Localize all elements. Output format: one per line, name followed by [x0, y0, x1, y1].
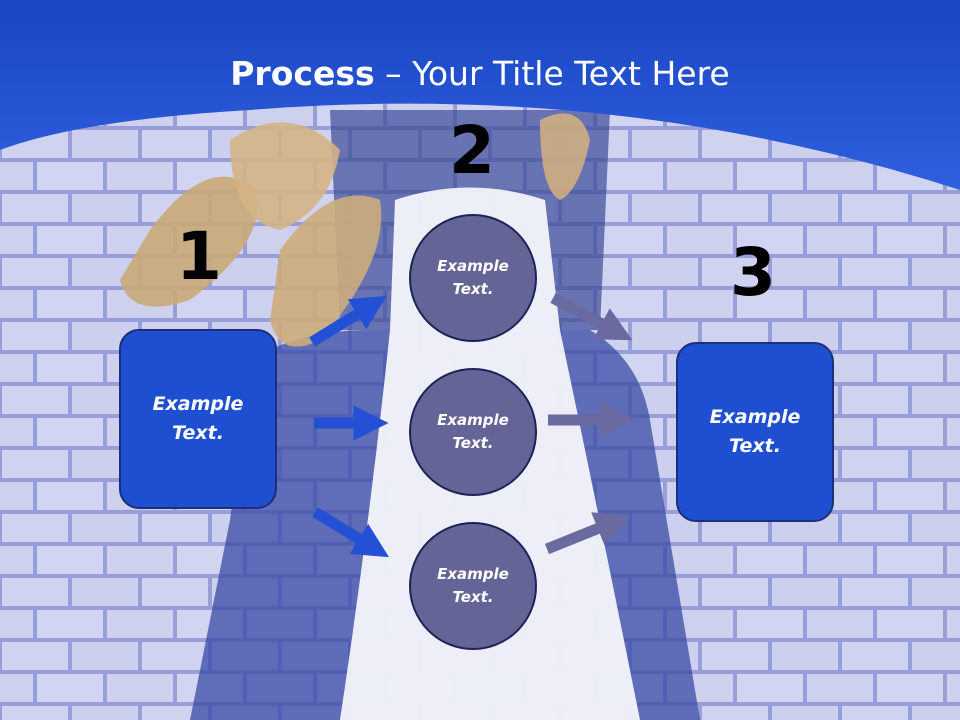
slide-title: Process – Your Title Text Here [0, 52, 960, 96]
step-2-circle-bottom[interactable]: Example Text. [409, 522, 537, 650]
circle-top-text: Example Text. [437, 257, 509, 298]
circle-middle-text: Example Text. [437, 411, 509, 452]
step-2-circle-middle[interactable]: Example Text. [409, 368, 537, 496]
step-3-text: Example Text. [709, 406, 801, 457]
step-1-box[interactable]: Example Text. [119, 329, 277, 509]
step-number-1: 1 [176, 218, 222, 295]
step-number-2: 2 [449, 112, 495, 189]
arrow-top-to-3 [550, 293, 633, 341]
step-2-circle-top[interactable]: Example Text. [409, 214, 537, 342]
title-bold: Process [230, 54, 375, 93]
step-3-box[interactable]: Example Text. [676, 342, 834, 522]
arrow-1-to-top [309, 295, 387, 347]
step-1-text: Example Text. [152, 393, 244, 444]
arrow-bottom-to-3 [544, 512, 631, 555]
circle-bottom-text: Example Text. [437, 565, 509, 606]
arrow-1-to-bottom [312, 507, 390, 558]
step-number-3: 3 [730, 234, 776, 311]
title-rest: – Your Title Text Here [374, 54, 730, 93]
